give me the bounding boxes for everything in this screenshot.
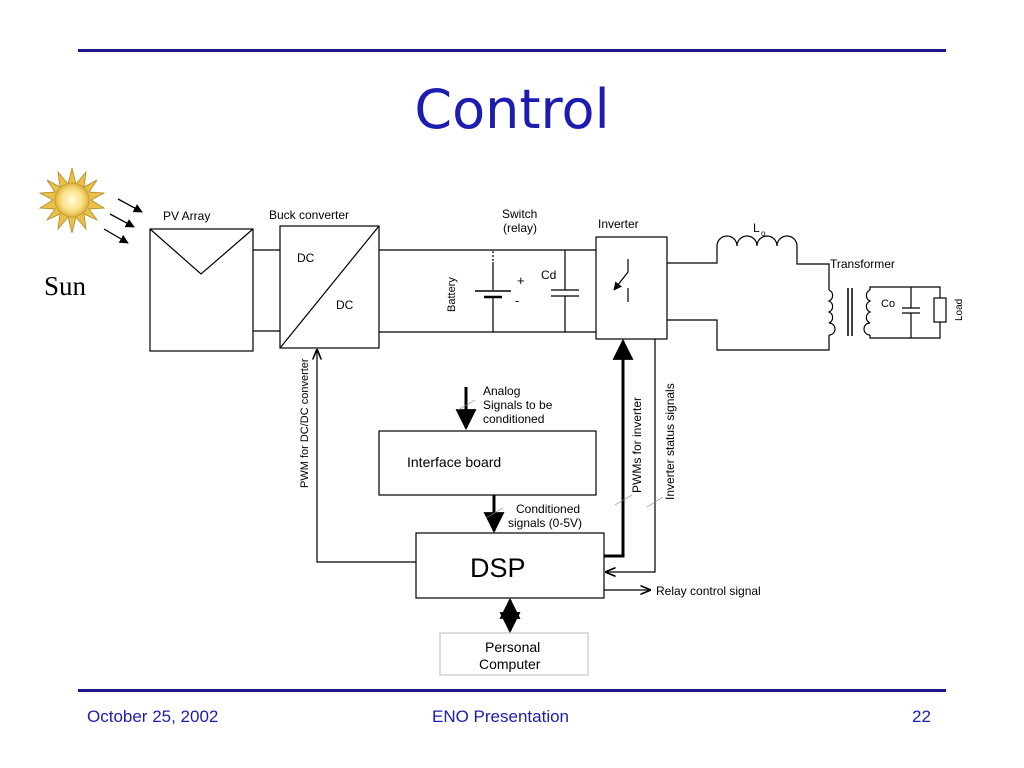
sun-ray-arrows [103, 198, 143, 244]
relay-control-label: Relay control signal [656, 584, 761, 598]
load-label: Load [954, 299, 965, 321]
slide-title: Control [414, 78, 610, 141]
bottom-rule [78, 689, 946, 692]
analog-label-1: Analog [483, 384, 520, 398]
buck-converter [279, 225, 380, 349]
analog-input-arrow [455, 387, 477, 431]
transformer-label: Transformer [830, 257, 895, 271]
analog-label-3: conditioned [483, 412, 544, 426]
battery-plus: + [517, 273, 525, 288]
output-wiring [667, 235, 830, 351]
dc-bus [379, 249, 596, 333]
pwm-dcdc-line [317, 350, 416, 563]
conditioned-signal-arrow [483, 495, 505, 534]
co-label: Co [881, 298, 895, 310]
footer-center: ENO Presentation [432, 707, 570, 726]
svg-text:o: o [761, 229, 766, 238]
dsp-label: DSP [470, 553, 526, 583]
inverter-status-line [606, 339, 664, 572]
battery-minus: - [515, 293, 519, 308]
transformer [827, 286, 947, 339]
sun-label: Sun [44, 271, 87, 301]
dc-bottom-label: DC [336, 298, 354, 312]
svg-text:L: L [753, 221, 760, 235]
conditioned-label-1: Conditioned [516, 502, 580, 516]
inverter [595, 236, 668, 340]
analog-label-2: Signals to be [483, 398, 553, 412]
inverter-label: Inverter [598, 217, 639, 231]
pv-array-label: PV Array [163, 209, 210, 223]
pc-label-2: Computer [479, 656, 541, 672]
pwms-inverter-label: PWMs for inverter [630, 397, 644, 493]
personal-computer-block [439, 632, 589, 676]
battery-label: Battery [446, 277, 458, 312]
battery-symbol [475, 262, 511, 332]
pv-array [149, 228, 254, 352]
footer-date: October 25, 2002 [87, 707, 219, 726]
cd-label: Cd [541, 268, 556, 282]
interface-board-label: Interface board [407, 454, 501, 470]
footer-page-number: 22 [912, 707, 931, 726]
wires-pv-buck [253, 249, 280, 332]
dc-top-label: DC [297, 251, 315, 265]
pwm-dcdc-label: PWM for DC/DC converter [299, 358, 311, 488]
conditioned-label-2: signals (0-5V) [508, 516, 582, 530]
switch-label: Switch [502, 207, 537, 221]
buck-converter-label: Buck converter [269, 208, 349, 222]
inverter-status-label: Inverter status signals [663, 383, 677, 500]
pwms-inverter-line [604, 338, 634, 558]
cd-capacitor [551, 250, 579, 332]
interface-board [378, 430, 597, 496]
relay-label: (relay) [503, 221, 537, 235]
pc-label-1: Personal [485, 639, 540, 655]
top-rule [78, 49, 946, 52]
lo-inductor-label: L o [753, 221, 766, 238]
sun-icon [38, 167, 106, 234]
